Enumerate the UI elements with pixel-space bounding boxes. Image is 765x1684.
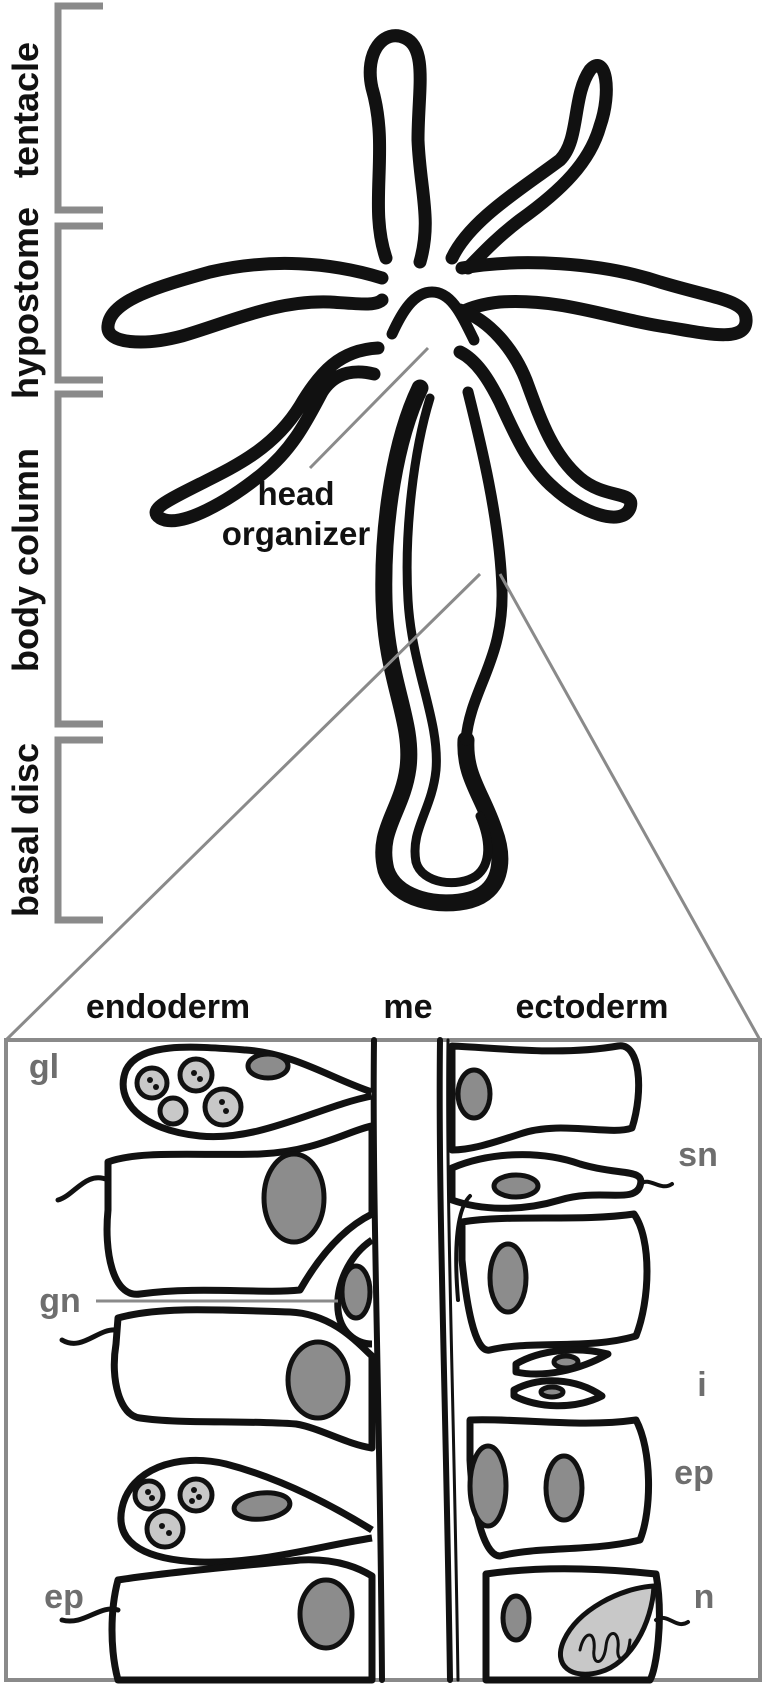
nematocyst-capsule bbox=[557, 1583, 657, 1677]
gland-granule-5 bbox=[132, 1478, 166, 1512]
mesoglea-band-inner bbox=[446, 1038, 460, 1682]
label-ecto-epithelial: ep bbox=[674, 1454, 714, 1492]
head-organizer-line1: head bbox=[257, 475, 334, 512]
mesoglea-band-right bbox=[436, 1037, 453, 1683]
zoom-guide-left bbox=[4, 572, 482, 1042]
tentacle-left-upper bbox=[101, 256, 389, 349]
sensory-neuron-nucleus bbox=[491, 1172, 541, 1200]
ganglion-nucleus bbox=[339, 1263, 373, 1321]
tentacle-top bbox=[363, 29, 432, 269]
gland-granule-7 bbox=[144, 1508, 186, 1550]
hypostome-mouth bbox=[386, 286, 480, 346]
nematocyst-thread bbox=[578, 1632, 632, 1663]
basal-disc-label: basal disc bbox=[5, 743, 46, 917]
nematocyte-cnidocil bbox=[654, 1616, 690, 1626]
ecto-nucleus-3b bbox=[467, 1443, 509, 1529]
sensory-neuron-process bbox=[454, 1194, 472, 1302]
head-organizer-pointer bbox=[308, 346, 430, 470]
nematocyte-host-nucleus bbox=[500, 1593, 532, 1643]
body-column-inner bbox=[402, 393, 493, 888]
endo-flagellum-3 bbox=[59, 1606, 121, 1624]
ecto-nucleus-2 bbox=[487, 1241, 529, 1315]
body-column-wall-right bbox=[460, 386, 508, 746]
zoom-guide-right bbox=[498, 573, 762, 1041]
label-ganglion-neuron: gn bbox=[39, 1282, 81, 1320]
endo-nucleus-1 bbox=[261, 1151, 327, 1245]
endoderm-label: endoderm bbox=[86, 988, 250, 1026]
gland-granule-3 bbox=[202, 1086, 244, 1128]
label-nematocyte: n bbox=[694, 1578, 715, 1616]
hydra-body bbox=[101, 29, 753, 912]
body-column-bracket bbox=[54, 390, 103, 728]
mesoglea-band-left bbox=[370, 1037, 385, 1683]
ecto-nucleus-3 bbox=[543, 1453, 585, 1523]
gland-granule-1 bbox=[134, 1065, 170, 1101]
tentacle-bracket bbox=[54, 2, 103, 214]
tentacle-right-upper bbox=[455, 256, 753, 342]
tentacle-right-lower bbox=[453, 303, 638, 524]
mesoglea-label: me bbox=[383, 988, 432, 1026]
body-column-label: body column bbox=[5, 448, 46, 672]
tentacle-top-right bbox=[445, 59, 613, 275]
endo-flagellum-2 bbox=[59, 1327, 119, 1346]
ecto-epithelial-cell-1 bbox=[448, 1042, 643, 1154]
tissue-panel bbox=[4, 1037, 762, 1684]
label-sensory-neuron: sn bbox=[678, 1136, 718, 1174]
body-column-wall-left bbox=[375, 379, 509, 912]
hypostome-bracket bbox=[54, 222, 103, 384]
sensory-neuron-cilium bbox=[638, 1179, 674, 1189]
label-gland-cell: gl bbox=[29, 1048, 59, 1086]
gland-granule-4 bbox=[157, 1095, 189, 1127]
gland-nucleus-top bbox=[245, 1051, 291, 1081]
basal-disc-bracket bbox=[54, 736, 103, 924]
gland-nucleus-bottom bbox=[231, 1490, 293, 1522]
region-brackets bbox=[54, 2, 103, 924]
ecto-nucleus-1 bbox=[455, 1067, 493, 1121]
tentacle-label: tentacle bbox=[5, 42, 46, 178]
label-endo-epithelial: ep bbox=[44, 1578, 84, 1616]
endo-nucleus-3 bbox=[297, 1577, 355, 1651]
endo-nucleus-2 bbox=[285, 1339, 351, 1421]
hypostome-label: hypostome bbox=[5, 207, 46, 399]
gland-granule-6 bbox=[177, 1476, 215, 1514]
tentacle-left-lower bbox=[149, 341, 385, 528]
ectoderm-label: ectoderm bbox=[515, 988, 668, 1026]
label-interstitial: i bbox=[697, 1366, 706, 1404]
endo-flagellum-1 bbox=[55, 1175, 111, 1203]
head-organizer-line2: organizer bbox=[222, 515, 371, 552]
